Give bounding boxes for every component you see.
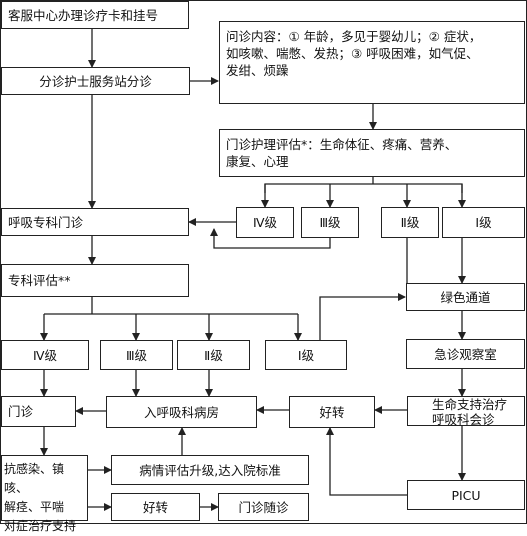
- node-picu: PICU: [407, 480, 525, 510]
- node-treatment: 抗感染、镇咳、 解痉、平喘 对症治疗支持: [1, 455, 88, 533]
- node-register: 客服中心办理诊疗卡和挂号: [1, 1, 189, 29]
- arrow-level3-clinic: [210, 228, 331, 249]
- node-level3-mid: Ⅲ级: [100, 340, 173, 370]
- node-resp-clinic: 呼吸专科门诊: [1, 208, 189, 236]
- node-inquiry: 问诊内容：① 年龄，多见于婴幼儿；② 症状， 如咳嗽、喘憋、发热；③ 呼吸困难，…: [219, 21, 525, 104]
- node-triage: 分诊护士服务站分诊: [1, 67, 190, 95]
- arrow-picu-improved: [326, 427, 407, 496]
- node-level4-mid: Ⅳ级: [1, 340, 89, 370]
- node-level1-top: Ⅰ级: [442, 207, 525, 238]
- arrow-level1mid-green: [319, 293, 406, 340]
- node-upgrade: 病情评估升级,达入院标准: [111, 455, 309, 485]
- node-level1-mid: Ⅰ级: [265, 340, 347, 370]
- node-resp-ward: 入呼吸科病房: [106, 396, 257, 428]
- node-life-support: 生命支持治疗 呼吸科会诊: [407, 396, 525, 427]
- node-specialist-eval: 专科评估**: [1, 264, 189, 297]
- node-improved-mid: 好转: [289, 396, 375, 428]
- node-outpatient: 门诊: [1, 396, 76, 427]
- node-observation: 急诊观察室: [406, 339, 525, 369]
- branch-eval-levels: [264, 183, 463, 193]
- node-nursing-eval: 门诊护理评估*：生命体征、疼痛、营养、 康复、心理: [219, 129, 525, 177]
- node-level3-top: Ⅲ级: [301, 207, 359, 238]
- node-green-channel: 绿色通道: [406, 283, 525, 311]
- node-improved-bottom: 好转: [111, 493, 200, 521]
- node-level4-top: Ⅳ级: [236, 207, 294, 238]
- node-level2-top: Ⅱ级: [381, 207, 439, 238]
- node-followup: 门诊随诊: [218, 493, 309, 521]
- flow-connectors: [40, 29, 466, 511]
- node-level2-mid: Ⅱ级: [177, 340, 250, 370]
